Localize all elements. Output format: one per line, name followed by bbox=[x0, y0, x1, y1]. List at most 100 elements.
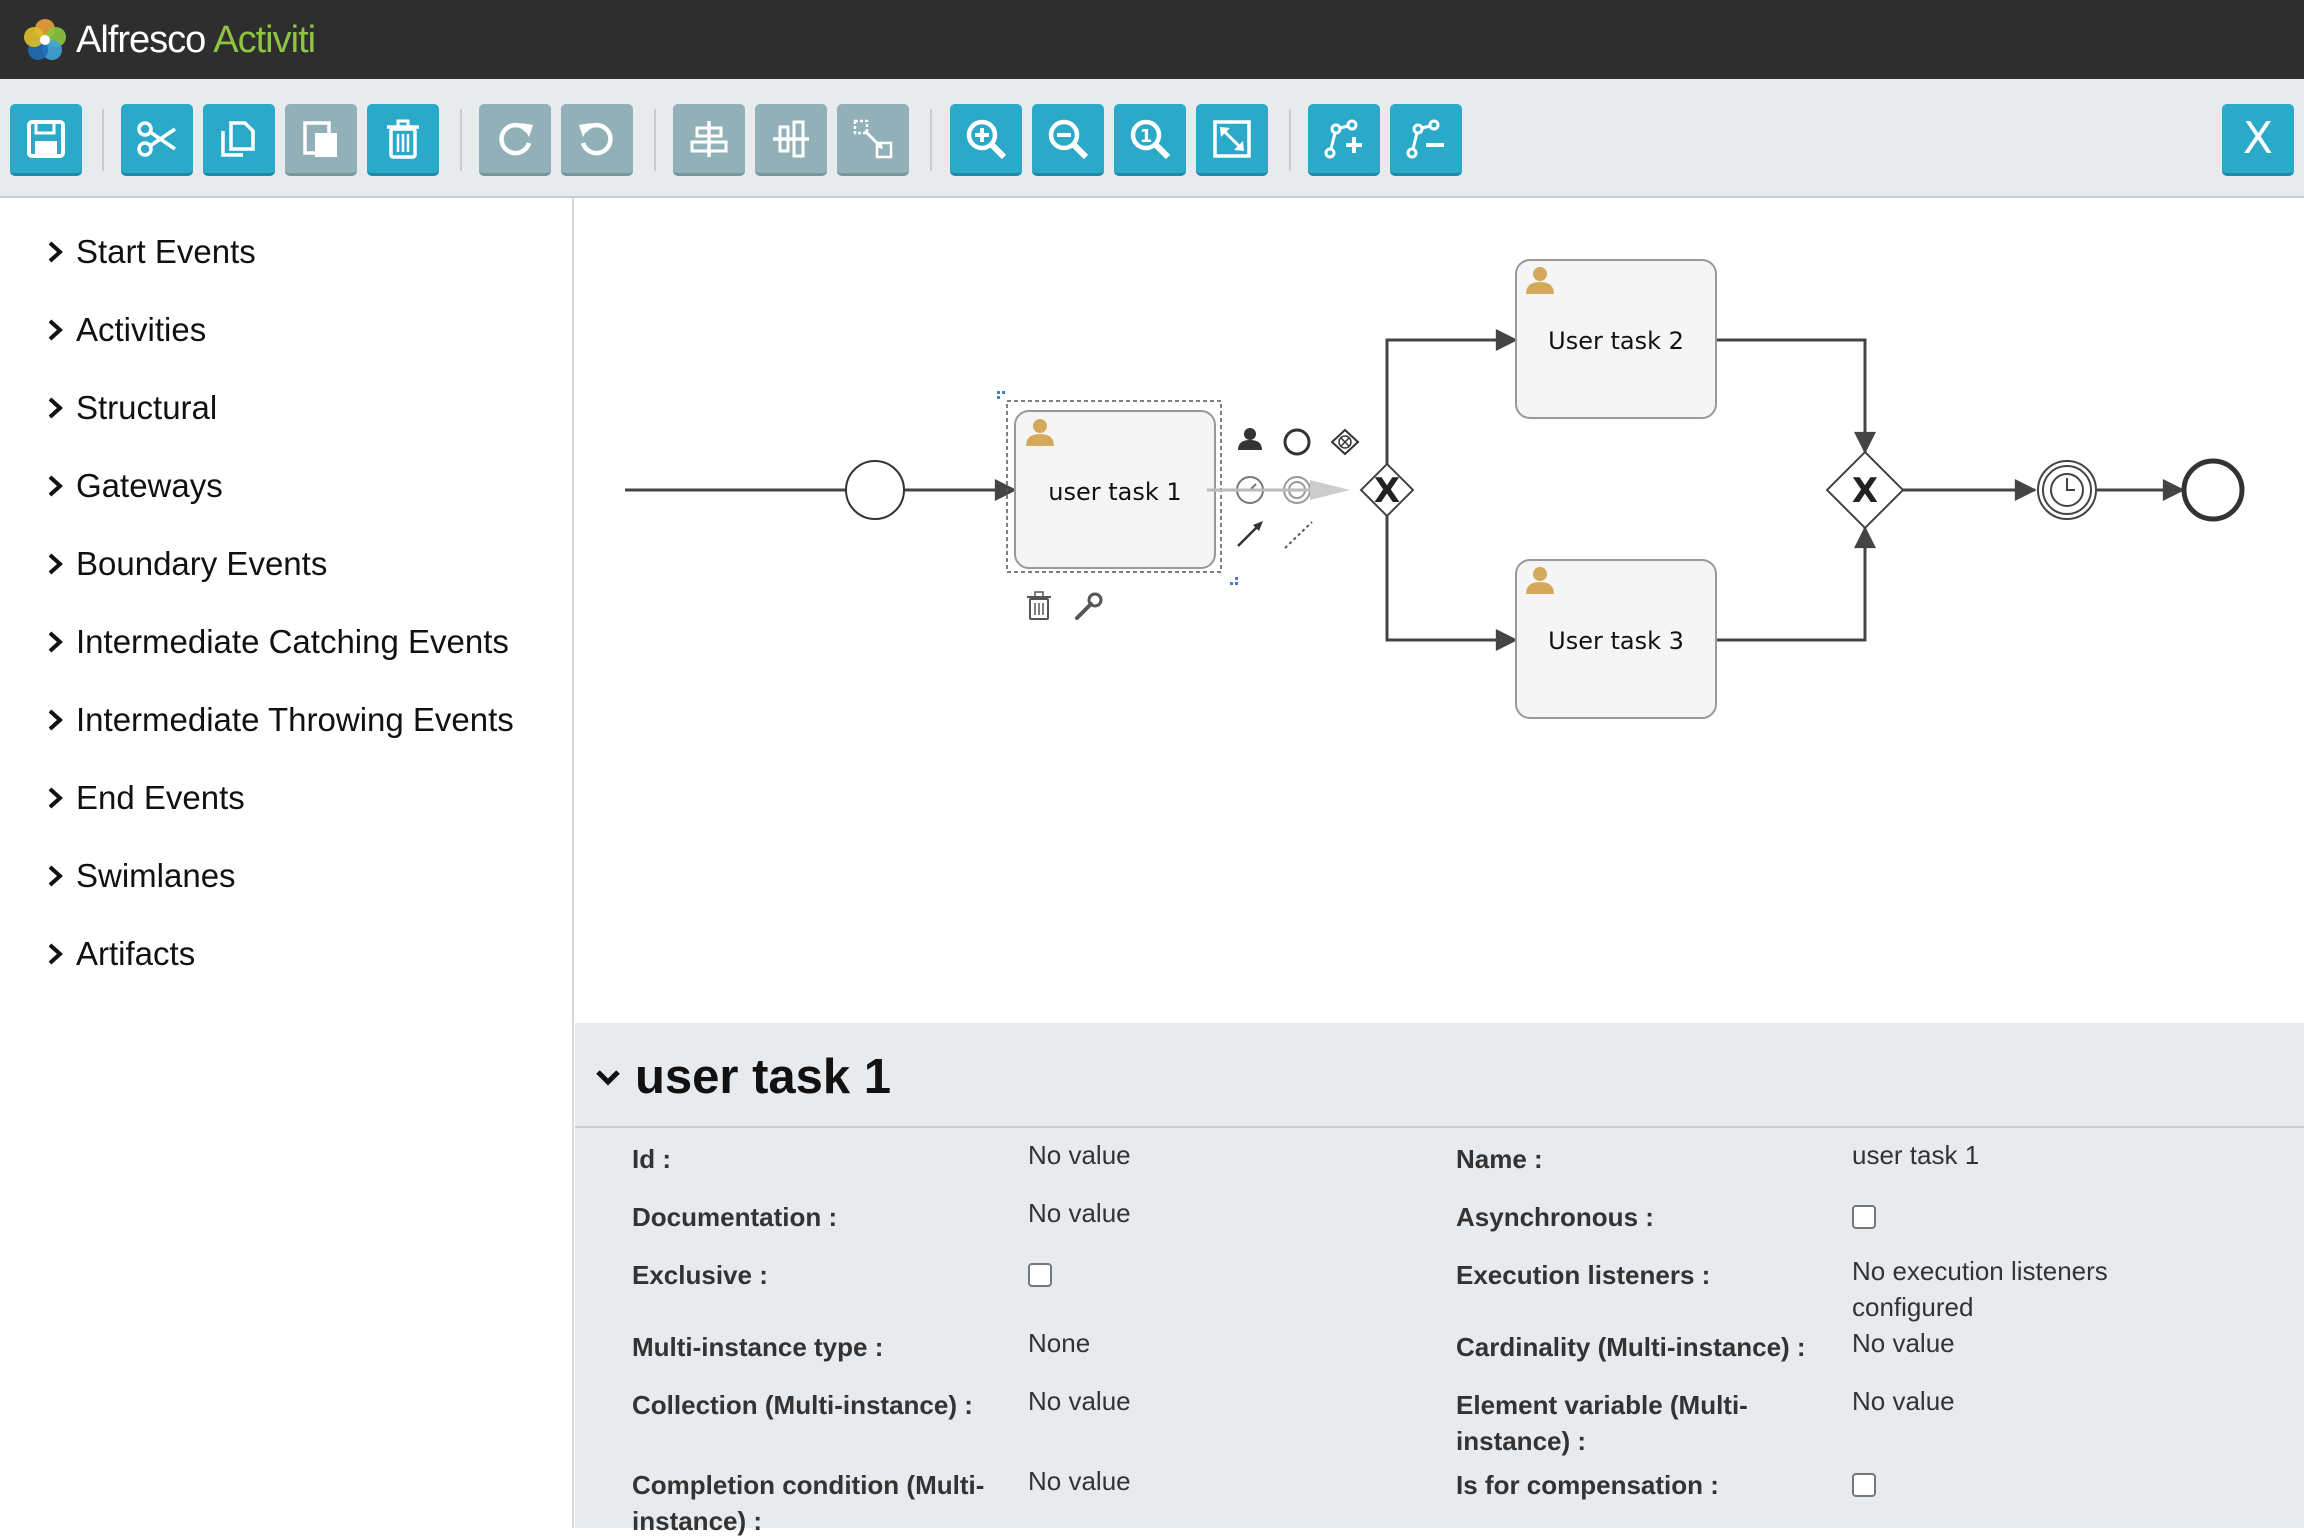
palette-group-label: Intermediate Throwing Events bbox=[76, 701, 514, 738]
prop-name-value[interactable]: user task 1 bbox=[1852, 1140, 1980, 1170]
prop-element-variable-value[interactable]: No value bbox=[1852, 1386, 1955, 1416]
timer-intermediate-event[interactable] bbox=[2037, 460, 2097, 520]
sequence-flow[interactable] bbox=[1385, 514, 1518, 651]
palette-group-gateways[interactable]: Gateways bbox=[44, 460, 223, 512]
exclusive-gateway-join[interactable]: X bbox=[1825, 450, 1905, 530]
connect-arrow-icon bbox=[1310, 480, 1350, 500]
user-task-2[interactable]: User task 2 bbox=[1515, 259, 1717, 419]
remove-bendpoint-button[interactable] bbox=[1390, 104, 1462, 176]
connect-association-icon[interactable] bbox=[1284, 521, 1313, 549]
wrench-icon[interactable] bbox=[1075, 592, 1103, 620]
sequence-flow[interactable] bbox=[1716, 338, 1876, 454]
palette-group-label: Artifacts bbox=[76, 935, 196, 972]
chevron-down-icon[interactable] bbox=[593, 1063, 623, 1093]
align-vertical-button[interactable] bbox=[755, 104, 827, 176]
prop-is-for-compensation-checkbox[interactable] bbox=[1852, 1473, 1876, 1497]
palette-group-swimlanes[interactable]: Swimlanes bbox=[44, 850, 236, 902]
add-bendpoint-icon bbox=[1324, 119, 1362, 158]
brand-name-activiti: Activiti bbox=[213, 18, 316, 61]
toolbar-separator bbox=[1289, 109, 1291, 171]
zoom-out-button[interactable] bbox=[1032, 104, 1104, 176]
zoom-actual-button[interactable]: 1 bbox=[1114, 104, 1186, 176]
label-line: instance) : bbox=[1456, 1426, 1587, 1456]
label-line: Element variable (Multi- bbox=[1456, 1390, 1748, 1420]
prop-completion-condition-value[interactable]: No value bbox=[1028, 1466, 1131, 1496]
prop-id-value[interactable]: No value bbox=[1028, 1140, 1131, 1170]
paste-icon bbox=[303, 120, 337, 157]
prop-exclusive-checkbox[interactable] bbox=[1028, 1263, 1052, 1287]
align-horizontal-button[interactable] bbox=[673, 104, 745, 176]
append-user-task-icon[interactable] bbox=[1238, 428, 1262, 450]
copy-icon bbox=[221, 120, 255, 157]
prop-multi-instance-type-label: Multi-instance type : bbox=[632, 1332, 884, 1362]
prop-id-label: Id : bbox=[632, 1144, 671, 1174]
palette-group-intermediate-catching-events[interactable]: Intermediate Catching Events bbox=[44, 616, 509, 668]
prop-execution-listeners-label: Execution listeners : bbox=[1456, 1260, 1711, 1290]
trash-icon[interactable] bbox=[1027, 591, 1051, 620]
prop-execution-listeners-value[interactable]: No execution listeners configured bbox=[1852, 1253, 2108, 1325]
palette-group-boundary-events[interactable]: Boundary Events bbox=[44, 538, 327, 590]
copy-button[interactable] bbox=[203, 104, 275, 176]
align-vertical-icon bbox=[773, 120, 809, 157]
close-editor-button[interactable]: X bbox=[2222, 104, 2294, 176]
save-icon bbox=[27, 119, 65, 158]
palette-group-start-events[interactable]: Start Events bbox=[44, 226, 256, 278]
palette-group-label: Gateways bbox=[76, 467, 223, 504]
sequence-flow[interactable] bbox=[1716, 526, 1876, 642]
save-button[interactable] bbox=[10, 104, 82, 176]
undo-icon bbox=[579, 122, 613, 155]
append-end-event-icon[interactable] bbox=[1283, 428, 1311, 456]
palette-group-structural[interactable]: Structural bbox=[44, 382, 217, 434]
user-icon bbox=[1026, 419, 1054, 446]
undo-button[interactable] bbox=[561, 104, 633, 176]
prop-documentation-value[interactable]: No value bbox=[1028, 1198, 1131, 1228]
scissors-icon bbox=[137, 120, 176, 157]
paste-button[interactable] bbox=[285, 104, 357, 176]
same-size-button[interactable] bbox=[837, 104, 909, 176]
start-event[interactable] bbox=[845, 460, 905, 520]
toolbar-separator bbox=[102, 109, 104, 171]
cut-button[interactable] bbox=[121, 104, 193, 176]
palette-group-label: Start Events bbox=[76, 233, 256, 270]
palette-group-label: Activities bbox=[76, 311, 207, 348]
top-bar: Alfresco Activiti bbox=[0, 0, 2304, 79]
prop-documentation-label: Documentation : bbox=[632, 1202, 838, 1232]
same-size-icon bbox=[853, 119, 893, 158]
palette-group-label: Boundary Events bbox=[76, 545, 328, 582]
prop-asynchronous-label: Asynchronous : bbox=[1456, 1202, 1654, 1232]
append-gateway-icon[interactable] bbox=[1330, 428, 1360, 456]
palette-group-intermediate-throwing-events[interactable]: Intermediate Throwing Events bbox=[44, 694, 514, 746]
connect-sequence-flow-icon[interactable] bbox=[1237, 521, 1263, 547]
palette-group-end-events[interactable]: End Events bbox=[44, 772, 245, 824]
palette-group-activities[interactable]: Activities bbox=[44, 304, 206, 356]
prop-cardinality-label: Cardinality (Multi-instance) : bbox=[1456, 1332, 1806, 1362]
gateway-symbol: X bbox=[1852, 471, 1878, 511]
end-event[interactable] bbox=[2181, 458, 2245, 522]
sequence-flow[interactable] bbox=[1385, 329, 1518, 466]
prop-collection-value[interactable]: No value bbox=[1028, 1386, 1131, 1416]
zoom-fit-icon bbox=[1213, 119, 1251, 158]
user-task-3[interactable]: User task 3 bbox=[1515, 559, 1717, 719]
user-task-1[interactable]: user task 1 bbox=[1014, 410, 1216, 569]
redo-button[interactable] bbox=[479, 104, 551, 176]
prop-multi-instance-type-value[interactable]: None bbox=[1028, 1328, 1091, 1358]
redo-icon bbox=[499, 122, 533, 155]
toolbar-separator bbox=[654, 109, 656, 171]
prop-element-variable-label: Element variable (Multi- instance) : bbox=[1456, 1387, 1748, 1459]
shape-palette: Start Events Activities Structural Gatew… bbox=[0, 198, 574, 1528]
chevron-right-icon bbox=[48, 787, 63, 809]
prop-asynchronous-checkbox[interactable] bbox=[1852, 1205, 1876, 1229]
properties-header[interactable]: user task 1 bbox=[575, 1023, 2304, 1128]
prop-cardinality-value[interactable]: No value bbox=[1852, 1328, 1955, 1358]
palette-group-artifacts[interactable]: Artifacts bbox=[44, 928, 195, 980]
exclusive-gateway-split[interactable]: X bbox=[1359, 462, 1415, 518]
zoom-in-icon bbox=[966, 119, 1007, 159]
delete-button[interactable] bbox=[367, 104, 439, 176]
trash-icon bbox=[387, 119, 419, 159]
toolbar-separator bbox=[460, 109, 462, 171]
resize-handle[interactable] bbox=[997, 391, 1238, 585]
add-bendpoint-button[interactable] bbox=[1308, 104, 1380, 176]
diagram-canvas[interactable]: user task 1 bbox=[575, 198, 2304, 1023]
zoom-in-button[interactable] bbox=[950, 104, 1022, 176]
zoom-fit-button[interactable] bbox=[1196, 104, 1268, 176]
